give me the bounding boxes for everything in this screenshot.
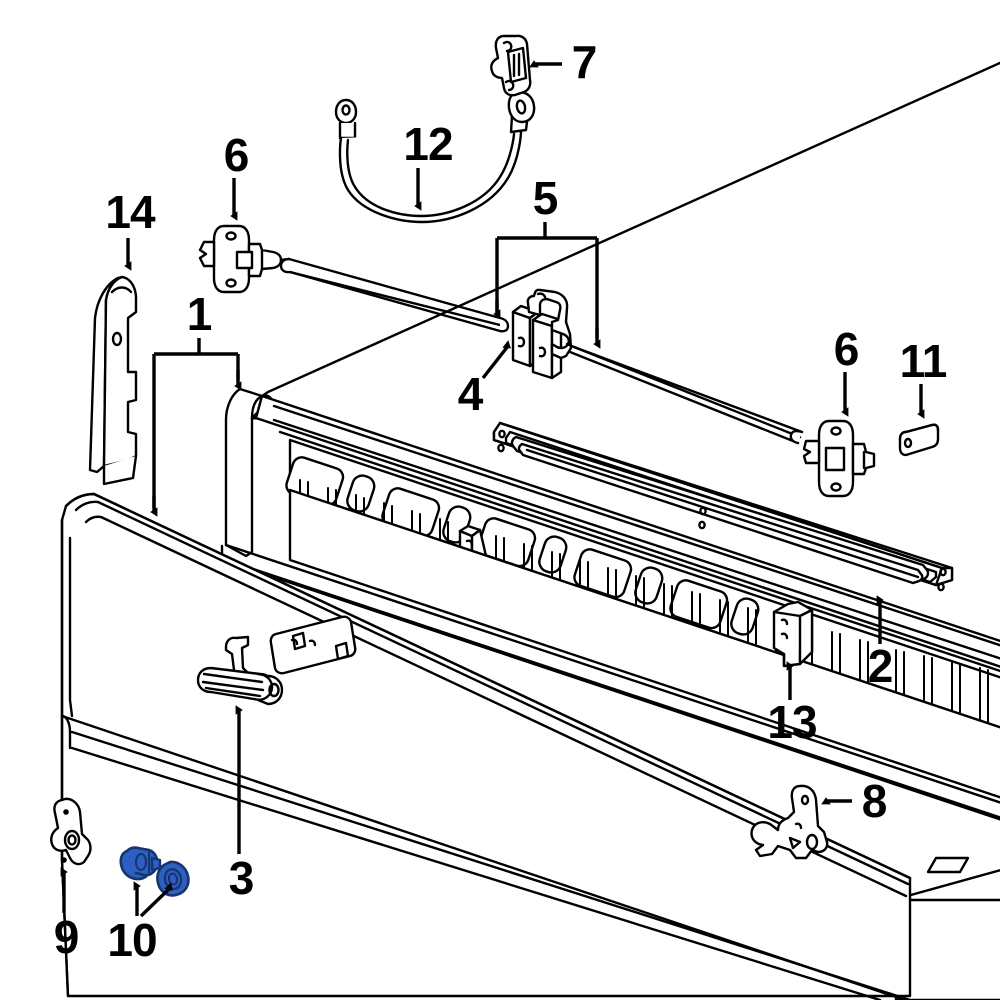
part-1-outer-panel	[60, 492, 912, 1000]
callout-number-14[interactable]: 14	[105, 186, 155, 238]
callout-number-1[interactable]: 1	[186, 288, 213, 340]
callout-number-6-right[interactable]: 6	[833, 323, 860, 375]
part-3-tailgate-handle	[196, 635, 284, 706]
callout-number-13[interactable]: 13	[767, 696, 817, 748]
leader-10-b	[139, 882, 173, 918]
part-8-handle-bracket	[750, 784, 829, 860]
callout-number-10[interactable]: 10	[107, 914, 157, 966]
callout-number-7[interactable]: 7	[571, 36, 598, 88]
part-5-latch-assembly	[279, 257, 804, 445]
part-12-support-cable	[334, 90, 536, 224]
leader-5-bracket	[495, 222, 597, 312]
callout-number-6-left[interactable]: 6	[223, 129, 250, 181]
part-13-striker-bracket	[772, 600, 814, 668]
part-2-reinforcement-panel	[492, 421, 954, 592]
leader-1-bracket	[152, 338, 240, 508]
part-14-end-cap-trim	[88, 275, 138, 486]
callout-number-12[interactable]: 12	[403, 118, 453, 170]
part-6-hinge-right	[802, 419, 876, 498]
leader-4	[481, 340, 511, 380]
callout-number-9[interactable]: 9	[53, 911, 80, 963]
callout-leaders	[60, 60, 925, 918]
part-7-anchor-bracket	[490, 34, 532, 97]
part-11-bushing	[898, 423, 940, 457]
callout-number-3[interactable]: 3	[228, 852, 255, 904]
callout-number-8[interactable]: 8	[861, 775, 888, 827]
callout-number-11[interactable]: 11	[899, 335, 948, 387]
part-9-bezel-mount	[50, 797, 92, 866]
part-6-hinge-left	[198, 224, 283, 294]
callout-number-2[interactable]: 2	[867, 640, 894, 692]
callout-number-5[interactable]: 5	[532, 172, 559, 224]
part-1-inner-panel	[220, 61, 1000, 1000]
callout-number-4[interactable]: 4	[457, 368, 484, 420]
